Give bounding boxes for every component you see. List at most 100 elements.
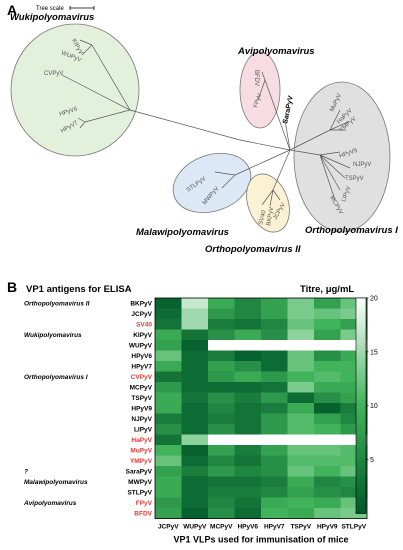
- heatmap-cell: [340, 487, 368, 498]
- heatmap-cell: [155, 382, 182, 393]
- heatmap-cell: [340, 392, 368, 404]
- heatmap-column-label: JCPyV: [158, 524, 179, 531]
- heatmap-cell: [181, 497, 209, 509]
- heatmap-cell: [287, 371, 315, 383]
- heatmap-cell: [314, 308, 341, 320]
- heatmap-cell: [155, 371, 182, 383]
- heatmap-cell: [208, 298, 235, 309]
- heatmap-cell: [181, 487, 209, 498]
- heatmap-cell: [261, 413, 288, 425]
- panel-b-letter: B: [7, 279, 17, 295]
- heatmap-cell: [287, 392, 315, 404]
- heatmap-cell: [234, 497, 262, 509]
- heatmap-row-label: NJPyV: [131, 416, 152, 423]
- heatmap-cell: [181, 434, 209, 446]
- heatmap-cell: [314, 445, 341, 456]
- heatmap-cell: [287, 308, 315, 320]
- leaf-tspyv: TSPyV: [345, 176, 364, 182]
- leaf-fpyv: FPyV: [253, 93, 263, 109]
- heatmap-cell: [208, 371, 235, 383]
- heatmap-cell: [314, 403, 341, 414]
- heatmap-cell: [208, 455, 235, 467]
- heatmap-group-label: Avipolyomavirus: [23, 500, 77, 507]
- heatmap-cell: [181, 350, 209, 362]
- heatmap-cell: [261, 298, 288, 309]
- heatmap-cell: [181, 403, 209, 414]
- heatmap-row-label: BKPyV: [130, 301, 152, 308]
- leaf-sv40: SV40: [258, 209, 268, 225]
- heatmap-cell: [208, 308, 235, 320]
- heatmap-row-label: HPyV6: [131, 353, 152, 360]
- heatmap-cell: [155, 319, 182, 330]
- heatmap-cell: [261, 361, 288, 372]
- tree-branches: [61, 39, 351, 207]
- heatmap-x-title: VP1 VLPs used for immunisation of mice: [173, 535, 348, 545]
- leaf-njpyv: NJPyV: [353, 162, 371, 168]
- heatmap-cell: [181, 382, 209, 393]
- heatmap-cell: [181, 413, 209, 425]
- leaf-sarapyv: SaraPyV: [282, 95, 295, 125]
- heatmap-cell: [234, 424, 262, 435]
- heatmap-cell: [261, 434, 288, 446]
- heatmap-cell: [340, 466, 368, 477]
- clade-avi-ellipse: [239, 51, 281, 129]
- clade-malawi-ellipse: [172, 152, 252, 214]
- heatmap-cell: [181, 371, 209, 383]
- heatmap-cell: [208, 424, 235, 435]
- heatmap-cell: [181, 476, 209, 488]
- clade-label-ortho1: Orthopolyomavirus I: [305, 225, 398, 236]
- heatmap-row-label: TSPyV: [131, 395, 152, 402]
- heatmap-cell: [314, 319, 341, 330]
- heatmap-cell: [155, 508, 182, 519]
- heatmap-cell: [155, 413, 182, 425]
- heatmap-title: VP1 antigens for ELISA: [26, 284, 132, 295]
- heatmap-cell: [287, 403, 315, 414]
- heatmap-cell: [181, 508, 209, 519]
- heatmap-cell: [208, 382, 235, 393]
- heatmap-cell: [155, 361, 182, 372]
- heatmap-frame: [154, 297, 368, 519]
- heatmap-cell: [234, 382, 262, 393]
- heatmap-cell: [208, 508, 235, 519]
- clade-wuki-ellipse: [10, 23, 140, 157]
- heatmap-cell: [234, 308, 262, 320]
- heatmap-row-label: SaraPyV: [126, 469, 153, 476]
- heatmap-cell: [234, 350, 262, 362]
- heatmap-cell: [287, 487, 315, 498]
- heatmap-cell: [314, 382, 341, 393]
- tree-scale: Tree scale: [36, 6, 95, 12]
- heatmap-cell: [234, 445, 262, 456]
- heatmap-cell: [155, 329, 182, 341]
- heatmap-cells: [154, 297, 368, 519]
- heatmap-cell: [287, 466, 315, 477]
- heatmap-cell: [208, 497, 235, 509]
- heatmap-cell: [261, 424, 288, 435]
- colorbar-title: Titre, μg/mL: [300, 284, 354, 295]
- heatmap-cell: [261, 497, 288, 509]
- heatmap-group-label: Orthopolyomavirus I: [24, 374, 88, 381]
- heatmap-cell: [208, 476, 235, 488]
- heatmap-cell: [314, 497, 341, 509]
- heatmap-cell: [340, 319, 368, 330]
- heatmap-row-label: BFDV: [134, 511, 152, 518]
- heatmap-cell: [155, 466, 182, 477]
- heatmap-cell: [287, 319, 315, 330]
- heatmap-cell: [181, 308, 209, 320]
- heatmap-cell: [261, 319, 288, 330]
- heatmap-cell: [314, 487, 341, 498]
- heatmap-cell: [155, 403, 182, 414]
- heatmap-cell: [234, 476, 262, 488]
- heatmap-cell: [234, 508, 262, 519]
- heatmap-column-label: STLPyV: [341, 524, 366, 531]
- heatmap-cell: [181, 361, 209, 372]
- leaf-lipyv: LIPyV: [341, 186, 352, 203]
- heatmap-cell: [181, 392, 209, 404]
- heatmap-group-label: ?: [24, 469, 28, 476]
- leaf-bkpyv: BKPyV: [266, 207, 275, 227]
- heatmap-cell: [208, 361, 235, 372]
- heatmap-cell: [340, 445, 368, 456]
- heatmap-column-label: HPyV7: [264, 524, 285, 531]
- leaf-cvpyv: CVPyV: [44, 71, 63, 77]
- clade-label-avi: Avipolyomavirus: [237, 46, 315, 57]
- leaf-bfdv: BFDV: [253, 70, 259, 86]
